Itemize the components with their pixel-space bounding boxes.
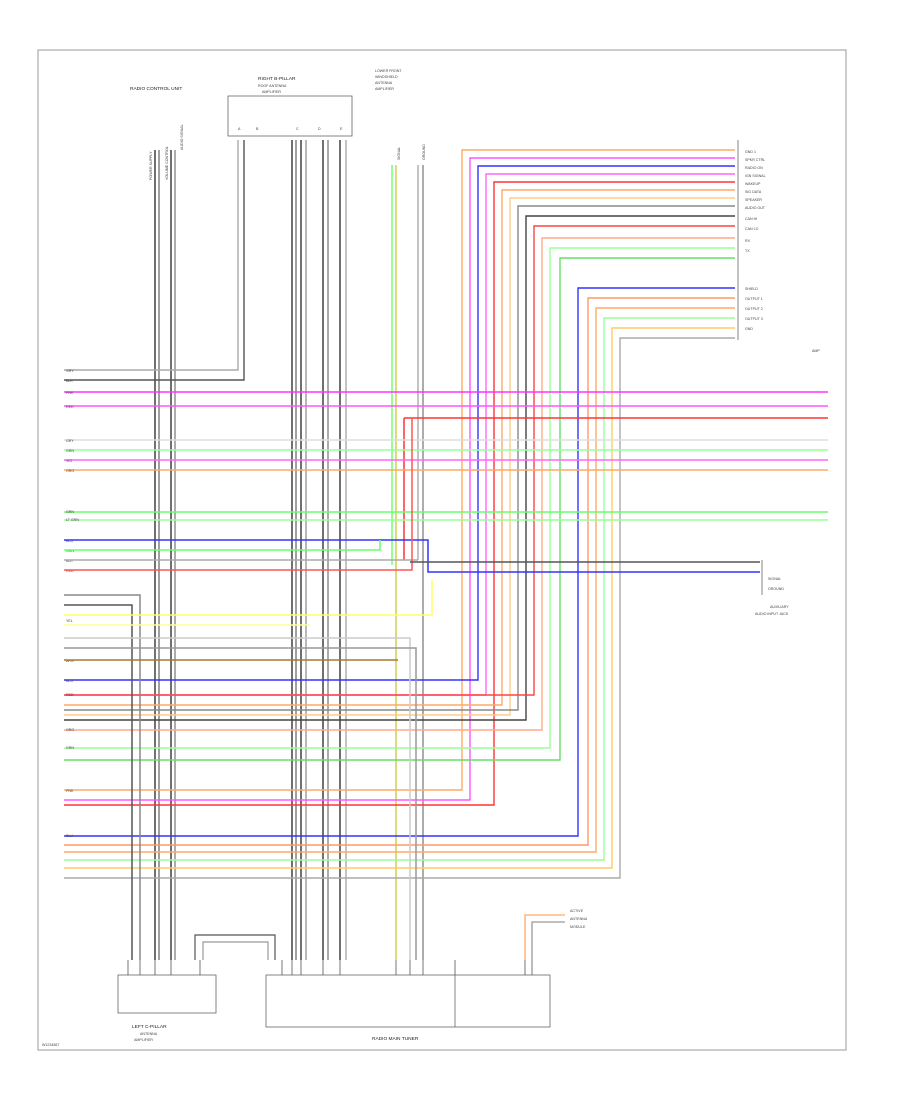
rc2-pin-5: GND (745, 327, 753, 331)
rc-pin-10: CAN LO (745, 227, 759, 231)
active-antenna-title-3: MODULE (570, 925, 586, 929)
bottom-left-title-1: LEFT C-PILLAR (132, 1024, 167, 1030)
active-antenna-component: ACTIVE ANTENNA MODULE (524, 909, 588, 960)
top-center-component: RIGHT B-PILLAR ROOF ANTENNA AMPLIFIER A … (227, 76, 353, 137)
rc-pin-2: SPKR CTRL (745, 158, 765, 162)
horizontal-bus (64, 391, 828, 560)
svg-text:LT GRN: LT GRN (66, 518, 79, 522)
aux-title-1: AUXILIARY (770, 605, 789, 609)
svg-text:GRN: GRN (66, 449, 74, 453)
bottom-left-component: LEFT C-PILLAR ANTENNA AMPLIFIER (117, 934, 276, 1042)
aux-input-component: SIGNAL GROUND AUXILIARY AUDIO INPUT JACK (755, 560, 789, 616)
svg-text:YEL: YEL (66, 619, 73, 623)
rc2-pin-2: OUTPUT 1 (745, 297, 763, 301)
rc-pin-3: RADIO ON (745, 166, 763, 170)
svg-text:BLK: BLK (66, 379, 73, 383)
svg-text:ORG: ORG (66, 728, 74, 732)
windshield-title-2: WINDSHIELD (375, 75, 398, 79)
bottom-left-title-3: AMPLIFIER (134, 1038, 153, 1042)
bottom-center-title: RADIO MAIN TUNER (372, 1036, 419, 1042)
bottom-center-component: RADIO MAIN TUNER (265, 974, 551, 1042)
active-antenna-title-1: ACTIVE (570, 909, 584, 913)
bottom-left-title-2: ANTENNA (140, 1032, 158, 1036)
top-left-component: RADIO CONTROL UNIT POWER SUPPLY VOLUME C… (130, 86, 184, 180)
svg-text:RED: RED (66, 693, 74, 697)
svg-text:BLU: BLU (66, 539, 73, 543)
top-center-pin-a: A (238, 127, 241, 131)
right-connector-wires (64, 149, 735, 879)
rc-pin-9: CAN HI (745, 217, 757, 221)
windshield-pin-2: GROUND (422, 144, 426, 160)
top-center-pin-e: E (340, 127, 343, 131)
top-center-pin-c: C (296, 127, 299, 131)
svg-text:GRN: GRN (66, 746, 74, 750)
rc2-pin-3: OUTPUT 2 (745, 307, 763, 311)
svg-text:RED: RED (66, 569, 74, 573)
rc-pin-6: SIG DATA (745, 190, 762, 194)
svg-text:VIO: VIO (66, 459, 72, 463)
rc2-pin-1: SHIELD (745, 287, 758, 291)
top-center-title-2: ROOF ANTENNA (258, 84, 287, 88)
rc-pin-11: RX (745, 239, 751, 243)
top-center-title-3: AMPLIFIER (262, 90, 281, 94)
svg-text:GRY: GRY (66, 369, 74, 373)
windshield-pin-1: SIGNAL (397, 147, 401, 160)
top-left-pin-3: AUDIO SIGNAL (180, 124, 184, 150)
rc-pin-8: AUDIO OUT (745, 206, 766, 210)
top-center-pin-b: B (256, 127, 259, 131)
svg-text:PNK: PNK (66, 391, 74, 395)
bottom-pin-marks (127, 960, 533, 975)
windshield-title-4: AMPLIFIER (375, 87, 394, 91)
footer-code: W1234567 (42, 1043, 59, 1047)
top-left-pin-2: VOLUME CONTROL (165, 146, 169, 180)
top-left-title: RADIO CONTROL UNIT (130, 86, 182, 92)
bottom-left-connector (117, 974, 217, 1014)
rc-pin-12: TX (745, 249, 750, 253)
top-center-pin-d: D (318, 127, 321, 131)
right-connector-box-label: AMP (812, 349, 820, 353)
diagram-frame (37, 49, 847, 1051)
svg-text:BLU: BLU (66, 834, 73, 838)
svg-text:BRN: BRN (66, 659, 74, 663)
aux-pin-1: SIGNAL (768, 577, 781, 581)
windshield-antenna-component: LOWER FRONT WINDSHIELD ANTENNA AMPLIFIER… (375, 69, 426, 160)
windshield-title-1: LOWER FRONT (375, 69, 402, 73)
windshield-title-3: ANTENNA (375, 81, 393, 85)
svg-text:GRY: GRY (66, 439, 74, 443)
svg-text:PNK: PNK (66, 789, 74, 793)
right-connector: AMP GND 1 SPKR CTRL RADIO ON IGN SIGNAL … (737, 140, 820, 353)
top-center-connector (227, 95, 353, 137)
svg-text:BLK: BLK (66, 559, 73, 563)
rc-pin-4: IGN SIGNAL (745, 174, 766, 178)
svg-text:ORG: ORG (66, 469, 74, 473)
rc2-pin-4: OUTPUT 3 (745, 317, 763, 321)
svg-text:GRN: GRN (66, 510, 74, 514)
rc-pin-5: WAKEUP (745, 182, 761, 186)
svg-text:RED: RED (66, 405, 74, 409)
top-center-title-1: RIGHT B-PILLAR (258, 76, 296, 82)
bottom-center-connector (265, 974, 551, 1028)
rc-pin-7: SPEAKER (745, 198, 762, 202)
svg-text:GRN: GRN (66, 549, 74, 553)
aux-title-2: AUDIO INPUT JACK (755, 612, 789, 616)
rc-pin-1: GND 1 (745, 150, 756, 154)
aux-pin-2: GROUND (768, 587, 784, 591)
top-left-pin-1: POWER SUPPLY (149, 151, 153, 180)
left-bus-labels: GRY BLK PNK RED GRY GRN VIO ORG GRN LT G… (66, 369, 79, 838)
svg-text:BLU: BLU (66, 679, 73, 683)
active-antenna-title-2: ANTENNA (570, 917, 588, 921)
middle-bus (64, 418, 760, 960)
